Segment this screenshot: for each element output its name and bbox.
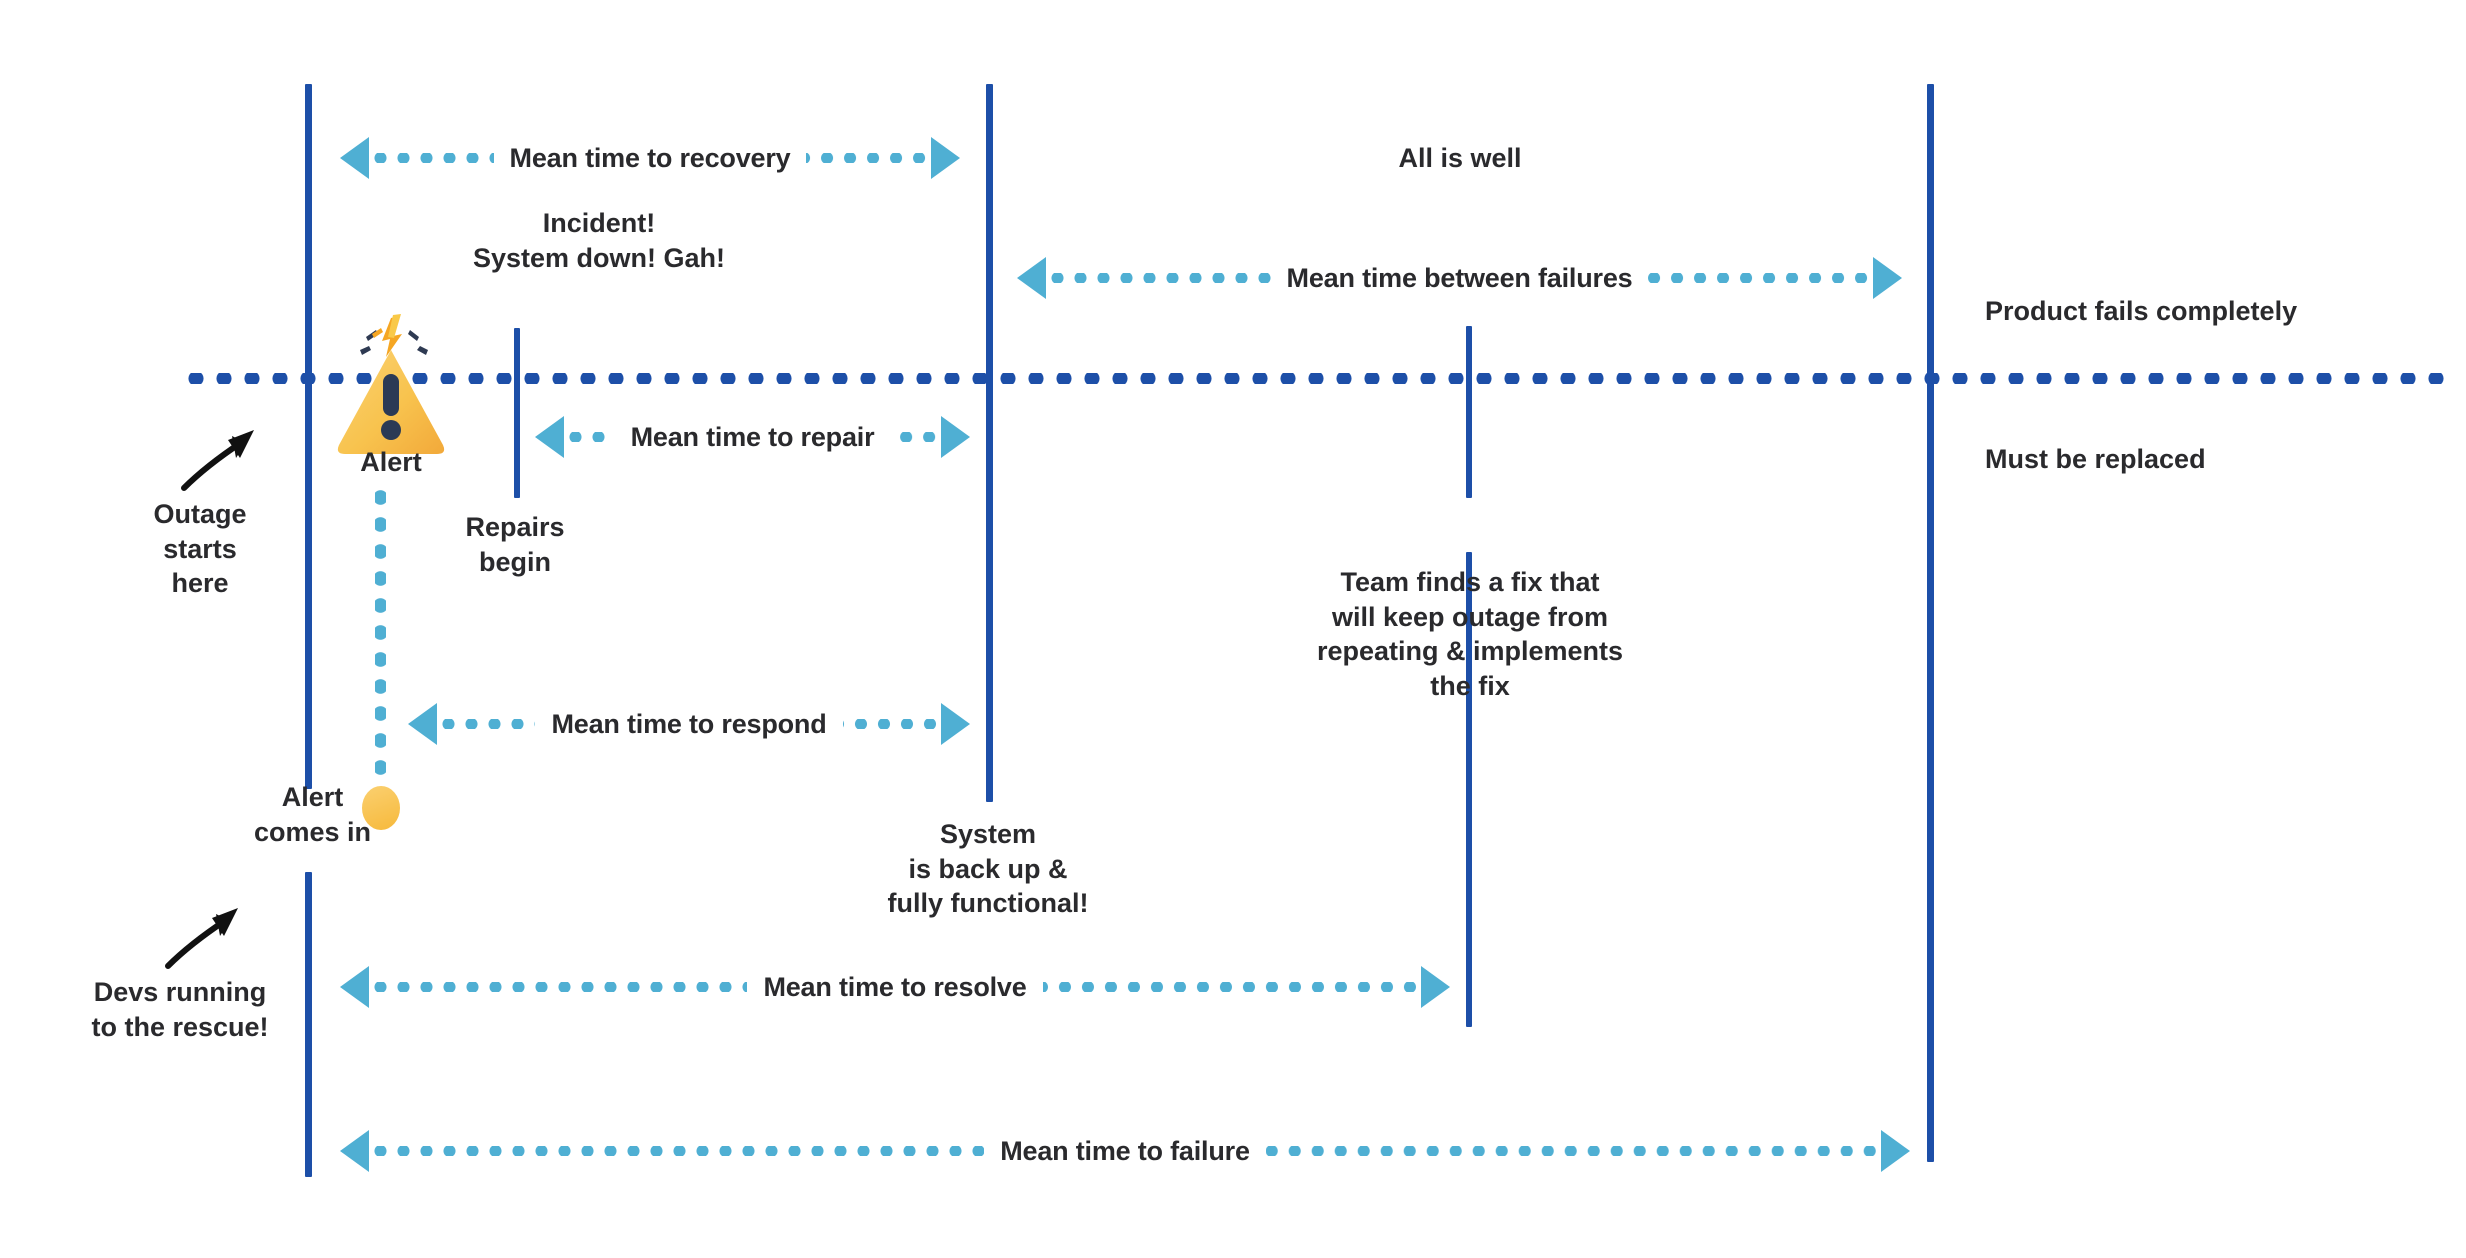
caption-alert-comes-in: Alert comes in bbox=[253, 782, 372, 847]
measure-mean-time-to-resolve: Mean time to resolve bbox=[340, 965, 1450, 1009]
arrow-right-icon bbox=[941, 703, 970, 745]
dotted-segment-left bbox=[1046, 273, 1271, 283]
measure-mean-time-to-repair: Mean time to repair bbox=[535, 415, 971, 459]
arrow-left-icon bbox=[1017, 257, 1046, 299]
milestone-line-product-fails bbox=[1927, 84, 1934, 1162]
measure-label: Mean time to repair bbox=[630, 421, 875, 452]
arrow-right-icon bbox=[1873, 257, 1902, 299]
dotted-segment-left bbox=[369, 982, 748, 992]
dotted-segment-right bbox=[806, 153, 932, 163]
measure-label: Mean time to resolve bbox=[763, 971, 1027, 1002]
curved-arrow-icon-devs bbox=[160, 896, 260, 976]
measure-label: Mean time to failure bbox=[1000, 1135, 1250, 1166]
arrow-right-icon bbox=[941, 416, 971, 458]
caption-repairs-begin: Repairs begin bbox=[465, 512, 565, 577]
measure-mean-time-to-recovery: Mean time to recovery bbox=[340, 136, 961, 180]
caption-devs-running: Devs running to the rescue! bbox=[91, 977, 269, 1042]
arrow-right-icon bbox=[1421, 966, 1450, 1008]
dotted-segment-right bbox=[1042, 982, 1421, 992]
main-timeline bbox=[182, 373, 2452, 384]
milestone-line-team-fix-lower bbox=[1466, 552, 1472, 1027]
measure-label: Mean time to recovery bbox=[509, 142, 791, 173]
milestone-line-team-fix-upper bbox=[1466, 326, 1472, 498]
measure-mean-time-to-failure: Mean time to failure bbox=[340, 1129, 1910, 1173]
arrow-left-icon bbox=[340, 137, 369, 179]
caption-must-be-replaced: Must be replaced bbox=[1985, 444, 2206, 474]
measure-label: Mean time between failures bbox=[1286, 262, 1633, 293]
dotted-segment-right bbox=[1265, 1146, 1881, 1156]
arrow-left-icon bbox=[340, 1130, 369, 1172]
arrow-right-icon bbox=[1881, 1130, 1910, 1172]
arrow-left-icon bbox=[535, 416, 564, 458]
dotted-segment-left bbox=[369, 1146, 985, 1156]
milestone-line-outage-start-lower bbox=[305, 872, 312, 1177]
milestone-line-system-back-up bbox=[986, 84, 993, 802]
caption-all-is-well: All is well bbox=[1398, 143, 1522, 173]
curved-arrow-icon-outage bbox=[176, 418, 276, 498]
caption-team-finds-fix: Team finds a fix that will keep outage f… bbox=[1316, 567, 1624, 701]
measure-mean-time-to-respond: Mean time to respond bbox=[408, 702, 970, 746]
measure-label: Mean time to respond bbox=[551, 708, 827, 739]
warning-triangle-icon bbox=[336, 312, 446, 462]
milestone-line-outage-start-upper bbox=[305, 84, 312, 789]
alert-dot-icon bbox=[362, 786, 400, 830]
alert-connector-dots bbox=[375, 484, 386, 794]
dotted-segment-right bbox=[842, 719, 941, 729]
alert-label: Alert bbox=[360, 447, 422, 477]
dotted-segment-left bbox=[437, 719, 536, 729]
arrow-right-icon bbox=[931, 137, 961, 179]
arrow-left-icon bbox=[408, 703, 437, 745]
dotted-segment-right bbox=[1648, 273, 1873, 283]
dotted-segment-left bbox=[369, 153, 494, 163]
caption-system-back-up: System is back up & fully functional! bbox=[887, 819, 1089, 919]
milestone-line-repairs-begin bbox=[514, 328, 520, 498]
arrow-left-icon bbox=[340, 966, 369, 1008]
caption-incident: Incident! System down! Gah! bbox=[472, 208, 726, 273]
caption-outage-starts-here: Outage starts here bbox=[153, 499, 247, 599]
measure-mean-time-between-failures: Mean time between failures bbox=[1017, 256, 1902, 300]
caption-product-fails-completely: Product fails completely bbox=[1985, 296, 2298, 326]
dotted-segment-left bbox=[564, 432, 615, 442]
dotted-segment-right bbox=[890, 432, 942, 442]
